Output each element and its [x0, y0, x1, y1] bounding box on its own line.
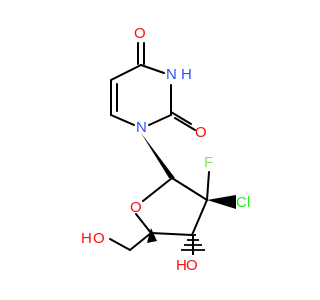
atom-oh-bottom-o: O [186, 257, 198, 274]
atom-f: F [204, 154, 213, 171]
atom-cl: Cl [236, 194, 250, 211]
wedge-c1p-n1 [141, 133, 175, 178]
atom-o-top: O [134, 25, 146, 42]
wedge-c3p-cl [207, 195, 236, 209]
atom-o-right: O [195, 124, 207, 141]
molecule-canvas: O N H O N F Cl O O H H O [81, 25, 251, 274]
bond-c2p-c3p [171, 177, 208, 201]
atom-ho-left-o: O [93, 230, 105, 247]
atom-nh: N [166, 66, 177, 83]
bond-c4-c5 [110, 64, 142, 81]
bond-c2-o-b [174, 117, 196, 131]
atom-n1: N [136, 119, 147, 136]
bond-c4p-c5p [150, 232, 193, 236]
bond-c2-o-a [170, 111, 192, 125]
bond-c6-n1 [110, 114, 135, 126]
atom-oh-bottom-h: H [176, 257, 187, 274]
atom-h-on-n: H [181, 66, 192, 83]
atom-ho-left-h: H [81, 230, 92, 247]
bond-c5p-ch2 [129, 232, 152, 251]
atom-ring-o: O [130, 199, 142, 216]
bond-c5p-o [135, 213, 152, 234]
bond-c3p-f [206, 171, 210, 201]
bond-c3p-c4p [191, 199, 208, 236]
bond-n1-c2 [148, 114, 172, 126]
bonds [109, 42, 210, 251]
bond-o-c1p [142, 177, 173, 202]
bond-n3-c4 [140, 64, 165, 74]
wedge-c5p [147, 228, 157, 243]
molecule-structure: O N H O N F Cl O O H H O [81, 25, 250, 274]
bond-ch2-oh [109, 238, 131, 251]
